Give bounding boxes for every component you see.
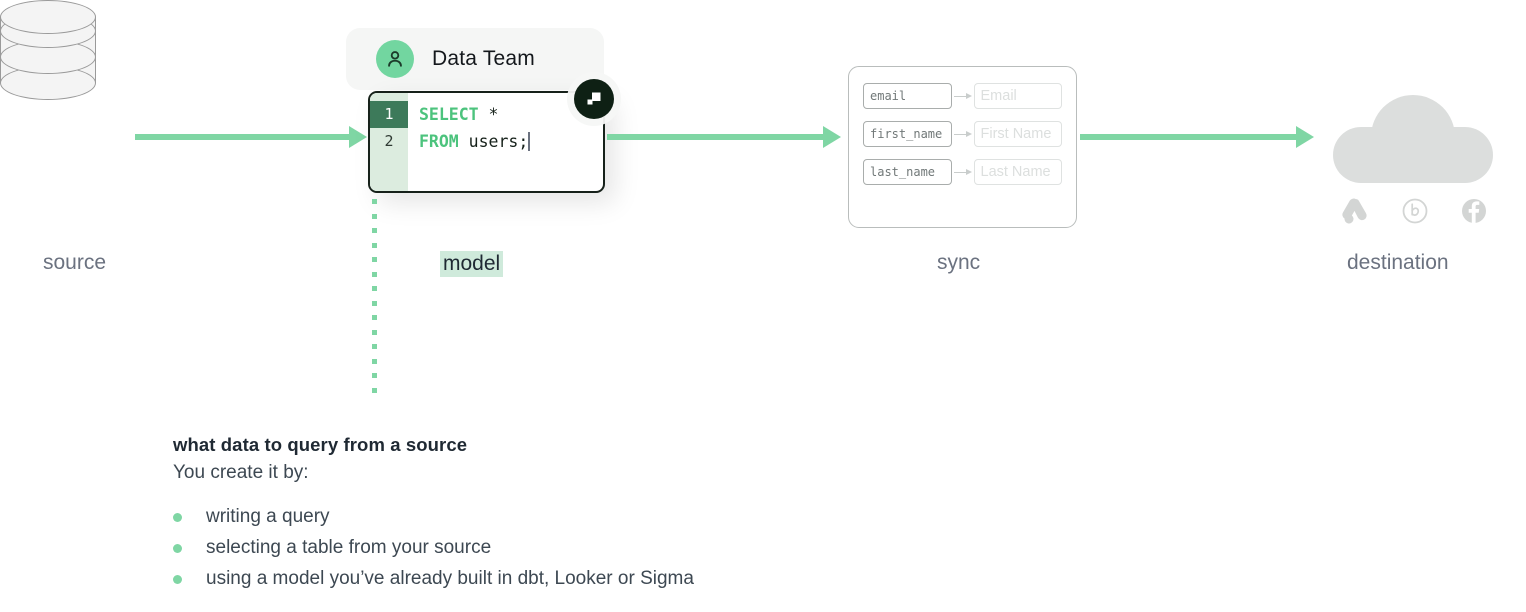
dotted-segment	[372, 373, 377, 378]
data-team-label: Data Team	[432, 47, 535, 70]
bullet-dot-icon	[173, 574, 182, 584]
source-database-icon	[0, 0, 96, 100]
dotted-segment	[372, 387, 377, 393]
dotted-segment	[372, 271, 377, 277]
sql-code-editor[interactable]: 1 2 SELECT * FROM users;	[368, 91, 605, 193]
hightouch-logo-icon	[574, 79, 614, 119]
facebook-icon	[1459, 196, 1489, 231]
code-line-2-rest: users;	[458, 132, 529, 151]
map-arrow-icon	[952, 167, 974, 177]
code-line-2: FROM users;	[419, 128, 603, 155]
list-item: selecting a table from your source	[173, 537, 1073, 559]
editor-line-number-gutter: 1 2	[370, 93, 408, 191]
arrow-model-to-sync-head	[823, 126, 841, 148]
destination-field-email[interactable]: Email	[973, 83, 1062, 109]
code-line-1: SELECT *	[419, 101, 603, 128]
google-ads-icon	[1341, 196, 1371, 231]
dotted-segment	[372, 199, 377, 204]
data-team-badge[interactable]: Data Team	[346, 28, 604, 90]
dotted-segment	[372, 329, 377, 335]
dotted-segment	[372, 315, 377, 320]
description-bullet-list: writing a query selecting a table from y…	[173, 506, 1073, 590]
arrow-sync-to-destination-head	[1296, 126, 1314, 148]
list-item-label: using a model you’ve already built in db…	[206, 568, 694, 589]
braze-icon	[1400, 196, 1430, 231]
caption-model: model	[440, 251, 504, 277]
dotted-segment	[372, 213, 377, 219]
arrow-source-to-model-head	[349, 126, 367, 148]
list-item-label: selecting a table from your source	[206, 537, 492, 558]
line-number-1: 1	[370, 101, 408, 128]
arrow-sync-to-destination	[1080, 134, 1298, 140]
map-arrow-icon	[952, 129, 974, 139]
cloud-icon	[1333, 95, 1493, 183]
source-field-first-name[interactable]: first_name	[863, 121, 952, 147]
db-disc-top	[0, 0, 96, 34]
cloud-lobe-base	[1333, 127, 1493, 183]
arrow-source-to-model	[135, 134, 353, 140]
list-item-label: writing a query	[206, 506, 330, 527]
list-item: writing a query	[173, 506, 1073, 528]
description-title: what data to query from a source	[173, 434, 468, 455]
person-icon	[376, 40, 414, 78]
destination-brand-icons	[1341, 196, 1489, 231]
list-item: using a model you’ve already built in db…	[173, 568, 1073, 590]
editor-code-area[interactable]: SELECT * FROM users;	[408, 93, 603, 191]
dotted-segment	[372, 358, 377, 364]
description-subtitle: You create it by:	[173, 462, 309, 483]
destination-field-last-name[interactable]: Last Name	[973, 159, 1062, 185]
dotted-segment	[372, 257, 377, 262]
dotted-connector-line	[372, 199, 378, 399]
source-field-email[interactable]: email	[863, 83, 952, 109]
code-line-1-rest: *	[478, 105, 499, 124]
text-cursor	[528, 132, 530, 151]
dotted-segment	[372, 344, 377, 349]
dotted-segment	[372, 228, 377, 233]
source-field-last-name[interactable]: last_name	[863, 159, 952, 185]
map-arrow-icon	[952, 91, 974, 101]
mapping-row[interactable]: email Email	[863, 83, 1062, 109]
destination-field-first-name[interactable]: First Name	[973, 121, 1062, 147]
caption-destination: destination	[1347, 251, 1449, 274]
mapping-row[interactable]: first_name First Name	[863, 121, 1062, 147]
bullet-dot-icon	[173, 512, 182, 522]
dotted-segment	[372, 286, 377, 291]
description-block: what data to query from a source You cre…	[173, 434, 1073, 599]
sql-keyword-from: FROM	[419, 132, 459, 151]
sql-keyword-select: SELECT	[419, 105, 479, 124]
caption-source: source	[43, 251, 107, 274]
arrow-model-to-sync	[607, 134, 825, 140]
sync-field-mapping-panel[interactable]: email Email first_name First Name last_n…	[848, 66, 1077, 228]
dotted-segment	[372, 300, 377, 306]
dotted-segment	[372, 242, 377, 248]
line-number-2: 2	[384, 132, 394, 150]
caption-sync: sync	[937, 251, 981, 274]
mapping-row[interactable]: last_name Last Name	[863, 159, 1062, 185]
bullet-dot-icon	[173, 543, 182, 553]
